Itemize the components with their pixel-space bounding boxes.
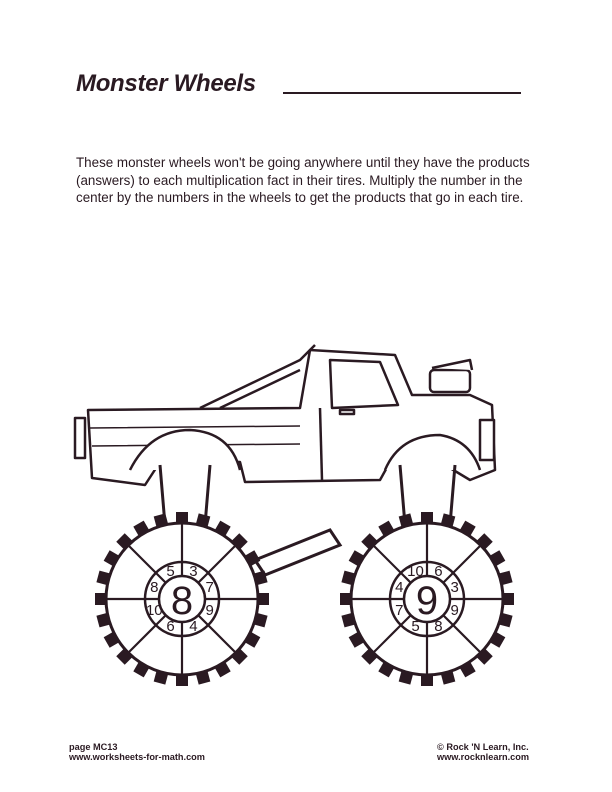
center-circle [157, 574, 207, 624]
center-circle [402, 574, 452, 624]
answer-slot[interactable] [223, 565, 247, 589]
wheel-factor: 6 [434, 563, 442, 580]
answer-slot[interactable] [393, 640, 417, 664]
wheel-factor: 10 [407, 563, 424, 580]
wheel-factor: 9 [206, 602, 214, 619]
wheel-factor: 3 [451, 579, 459, 596]
answer-slot[interactable] [437, 534, 461, 558]
wheel-factor: 9 [451, 602, 459, 619]
center-number: 9 [416, 579, 438, 623]
answer-slot[interactable] [148, 640, 172, 664]
answer-slot[interactable] [362, 565, 386, 589]
answer-slot[interactable] [192, 640, 216, 664]
wheel-factor: 4 [189, 618, 197, 635]
answer-slot[interactable] [437, 640, 461, 664]
answer-slot[interactable] [192, 534, 216, 558]
wheel-factor: 4 [395, 579, 403, 596]
copyright: © Rock 'N Learn, Inc. [437, 742, 529, 752]
wheel-factor: 8 [434, 618, 442, 635]
wheel-factor: 7 [206, 579, 214, 596]
answer-slot[interactable] [223, 609, 247, 633]
wheel-factor: 5 [411, 618, 419, 635]
instructions: These monster wheels won't be going anyw… [76, 155, 530, 205]
answer-slot[interactable] [468, 609, 492, 633]
wheel-factor: 5 [166, 563, 174, 580]
wheel-factor: 10 [146, 602, 163, 619]
footer-left: page MC13 www.worksheets-for-math.com [69, 742, 205, 762]
answer-slot[interactable] [468, 565, 492, 589]
page-title: Monster Wheels [76, 70, 256, 97]
number-ring [388, 560, 466, 638]
answer-slot[interactable] [148, 534, 172, 558]
answer-slot[interactable] [362, 609, 386, 633]
name-line [283, 92, 521, 94]
site-link-left[interactable]: www.worksheets-for-math.com [69, 752, 205, 762]
wheel-factor: 3 [189, 563, 197, 580]
footer-right: © Rock 'N Learn, Inc. www.rocknlearn.com [437, 742, 529, 762]
site-link-right[interactable]: www.rocknlearn.com [437, 752, 530, 762]
wheel-factor: 7 [395, 602, 403, 619]
answer-slot[interactable] [117, 609, 141, 633]
wheel-factor: 8 [150, 579, 158, 596]
number-ring [143, 560, 221, 638]
suspension [158, 464, 457, 577]
answer-slot[interactable] [393, 534, 417, 558]
wheel-factor: 6 [166, 618, 174, 635]
center-number: 8 [171, 579, 193, 623]
answer-slot[interactable] [117, 565, 141, 589]
truck-body [73, 344, 497, 487]
page-label: page MC13 [69, 742, 118, 752]
